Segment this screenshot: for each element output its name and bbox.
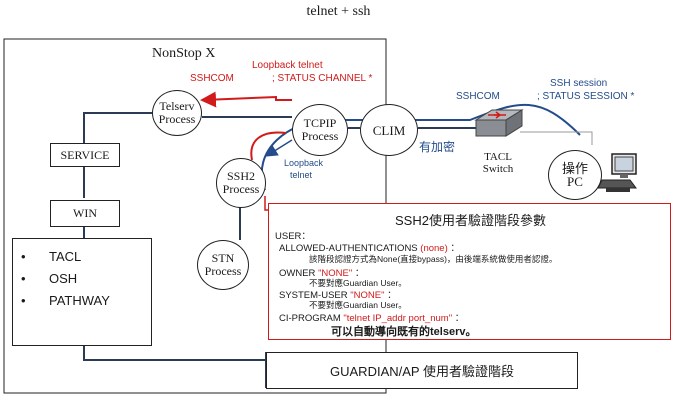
param-ciprog-value: "telnet IP_addr port_num" xyxy=(343,313,453,324)
ssh2-params-box: SSH2使用者驗證階段參數 USER： ALLOWED-AUTHENTICATI… xyxy=(268,203,671,340)
ssh2-params-bracket xyxy=(264,196,268,211)
loopback-red-arrow xyxy=(200,91,292,108)
sshcom-red-label: SSHCOM xyxy=(190,73,234,84)
ssh2-tcpip-red-curve xyxy=(250,131,287,161)
switch-line2: Switch xyxy=(482,163,514,175)
switch-icon xyxy=(474,109,524,137)
service-label: SERVICE xyxy=(60,147,110,162)
apps-item-pathway: PATHWAY xyxy=(49,293,110,308)
ssh-session-label: SSH session xyxy=(550,78,608,89)
telserv-service-link xyxy=(83,112,152,143)
win-label: WIN xyxy=(73,206,97,220)
param-owner-row: OWNER "NONE" ： xyxy=(279,265,364,279)
ssh2-line1: SSH2 xyxy=(226,169,255,183)
param-allowed-desc: 該階段認證方式為None(直接bypass)，由後端系統做使用者認證。 xyxy=(309,254,558,264)
telserv-line2: Process xyxy=(158,112,196,126)
telserv-line1: Telserv xyxy=(159,99,195,113)
apps-item: • xyxy=(21,293,26,308)
switch-label: TACL Switch xyxy=(470,150,526,176)
pc-line2: PC xyxy=(567,174,583,189)
guardian-box: GUARDIAN/AP 使用者驗證階段 xyxy=(266,352,578,389)
apps-item: • xyxy=(21,249,26,264)
param-ciprog-row: CI-PROGRAM "telnet IP_addr port_num" ： xyxy=(279,310,464,324)
param-ciprog-colon: ： xyxy=(454,313,465,324)
param-sysuser-row: SYSTEM-USER "NONE" ： xyxy=(279,287,397,301)
stn-line2: Process xyxy=(204,264,242,278)
param-sysuser-value: "NONE" xyxy=(350,290,385,301)
param-sysuser-key: SYSTEM-USER xyxy=(279,290,348,301)
status-session-label: ; STATUS SESSION * xyxy=(537,91,635,102)
loopback-blue-arrow xyxy=(265,139,293,157)
params-title: SSH2使用者驗證階段參數 xyxy=(395,213,546,228)
tcpip-line2: Process xyxy=(301,129,339,143)
param-owner-colon: ： xyxy=(354,268,365,279)
param-sysuser-colon: ： xyxy=(387,290,397,301)
clim-node: CLIM xyxy=(360,104,418,156)
ssh2-line2: Process xyxy=(222,182,260,196)
encrypted-label: 有加密 xyxy=(419,140,456,154)
apps-guardian-link xyxy=(83,346,266,361)
system-label: NonStop X xyxy=(152,46,216,61)
param-owner-key: OWNER xyxy=(279,268,316,279)
service-box: SERVICE xyxy=(50,143,120,167)
clim-label: CLIM xyxy=(372,122,406,138)
switch-line1: TACL xyxy=(484,151,512,163)
loopback-blue-label-2: telnet xyxy=(290,170,313,180)
win-box: WIN xyxy=(50,200,120,227)
loopback-telnet-label: Loopback telnet xyxy=(252,60,323,71)
stn-line1: STN xyxy=(211,251,235,265)
param-allowed-colon: ： xyxy=(450,243,460,254)
loopback-blue-label-1: Loopback xyxy=(284,158,324,168)
param-ciprog-key: CI-PROGRAM xyxy=(279,313,341,324)
param-owner-value: "NONE" xyxy=(318,268,353,279)
param-ciprog-desc: 可以自動導向既有的telserv。 xyxy=(331,326,477,338)
apps-item: • xyxy=(21,271,26,286)
apps-item-osh: OSH xyxy=(49,271,78,286)
guardian-label: GUARDIAN/AP 使用者驗證階段 xyxy=(330,364,514,379)
sshcom-blue-label: SSHCOM xyxy=(456,91,500,102)
status-channel-label: ; STATUS CHANNEL * xyxy=(272,73,373,84)
param-allowed-value: (none) xyxy=(420,243,448,254)
computer-icon xyxy=(597,153,637,192)
tcpip-line1: TCPIP xyxy=(303,116,337,130)
param-allowed-row: ALLOWED-AUTHENTICATIONS (none) ： xyxy=(279,240,460,254)
param-user: USER： xyxy=(275,231,311,242)
apps-box: • TACL • OSH • PATHWAY xyxy=(12,238,152,346)
param-owner-desc: 不要對應Guardian User。 xyxy=(309,278,407,288)
param-allowed-key: ALLOWED-AUTHENTICATIONS xyxy=(279,243,418,254)
page-title: telnet + ssh xyxy=(306,4,371,19)
switch-pc-link xyxy=(520,131,593,145)
pc-line1: 操作 xyxy=(561,161,588,176)
apps-item-tacl: TACL xyxy=(49,249,82,264)
param-sysuser-desc: 不要對應Guardian User。 xyxy=(309,300,407,310)
